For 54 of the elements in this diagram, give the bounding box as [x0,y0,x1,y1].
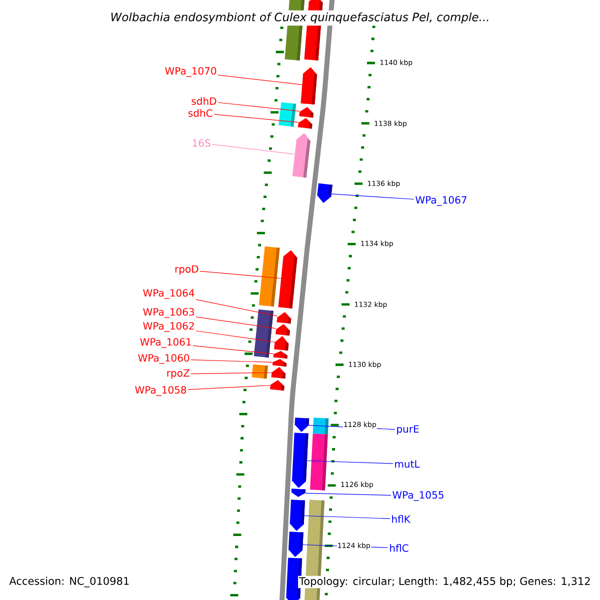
gene-label: purE [397,425,419,435]
leader-line [305,492,392,496]
gene-label: 16S [192,139,210,147]
gene-label: WPa_1070 [165,67,216,77]
gene-glyph [270,380,284,391]
gene-glyph [273,351,288,359]
leader-line [200,270,282,279]
leader-line [331,194,414,200]
leader-line [304,515,390,519]
leader-line [212,144,295,154]
leader-line [196,299,278,316]
leader-line [218,74,302,85]
gene-glyph [288,532,304,557]
gene-glyph [298,118,312,129]
gene-label: WPa_1061 [140,338,191,348]
gene-label: WPa_1064 [143,289,194,299]
gene-glyph [271,367,286,379]
gene-glyph [292,133,310,178]
gene-label: WPa_1063 [143,308,194,318]
gene-label: WPa_1060 [138,354,190,364]
gene-label: WPa_1058 [135,386,186,396]
gene-label: WPa_1055 [392,491,444,501]
gene-label: hflC [390,544,408,552]
gene-label: sdhC [188,109,212,117]
leader-line [218,102,300,112]
gene-label: sdhD [192,97,216,105]
gene-glyph [294,418,310,432]
gene-glyph [299,107,314,118]
footer-text: Accession: NC_010981 [8,576,131,588]
title: Wolbachia endosymbiont of Culex quinquefasciatus Pel, comple... [108,10,492,26]
gene-label: WPa_1062 [143,322,194,332]
gene-label: mutL [395,460,420,468]
footer-text: Topology: circular; Length: 1,482,455 bp; Genes: 1,312 [298,576,592,588]
gene-glyph [290,500,305,531]
gene-glyph [278,250,298,309]
leader-line [196,316,276,329]
gene-label: hflK [392,515,411,523]
gene-glyph [274,336,289,351]
gene-glyph [276,324,290,336]
gene-label: WPa_1067 [416,196,466,206]
gene-glyph [276,312,292,324]
leader-line [306,460,394,464]
leader-line [190,372,272,374]
gene-glyph [317,183,332,203]
gene-glyph [272,359,287,367]
gene-label: rpoZ [167,369,190,379]
leader-line [192,345,274,354]
gene-glyph [291,488,306,497]
leader-line [188,385,271,390]
leader-line [190,360,273,363]
gene-glyph [300,67,318,104]
leader-line [196,330,275,342]
leader-line [214,114,299,123]
gene-label: rpoD [175,265,198,275]
